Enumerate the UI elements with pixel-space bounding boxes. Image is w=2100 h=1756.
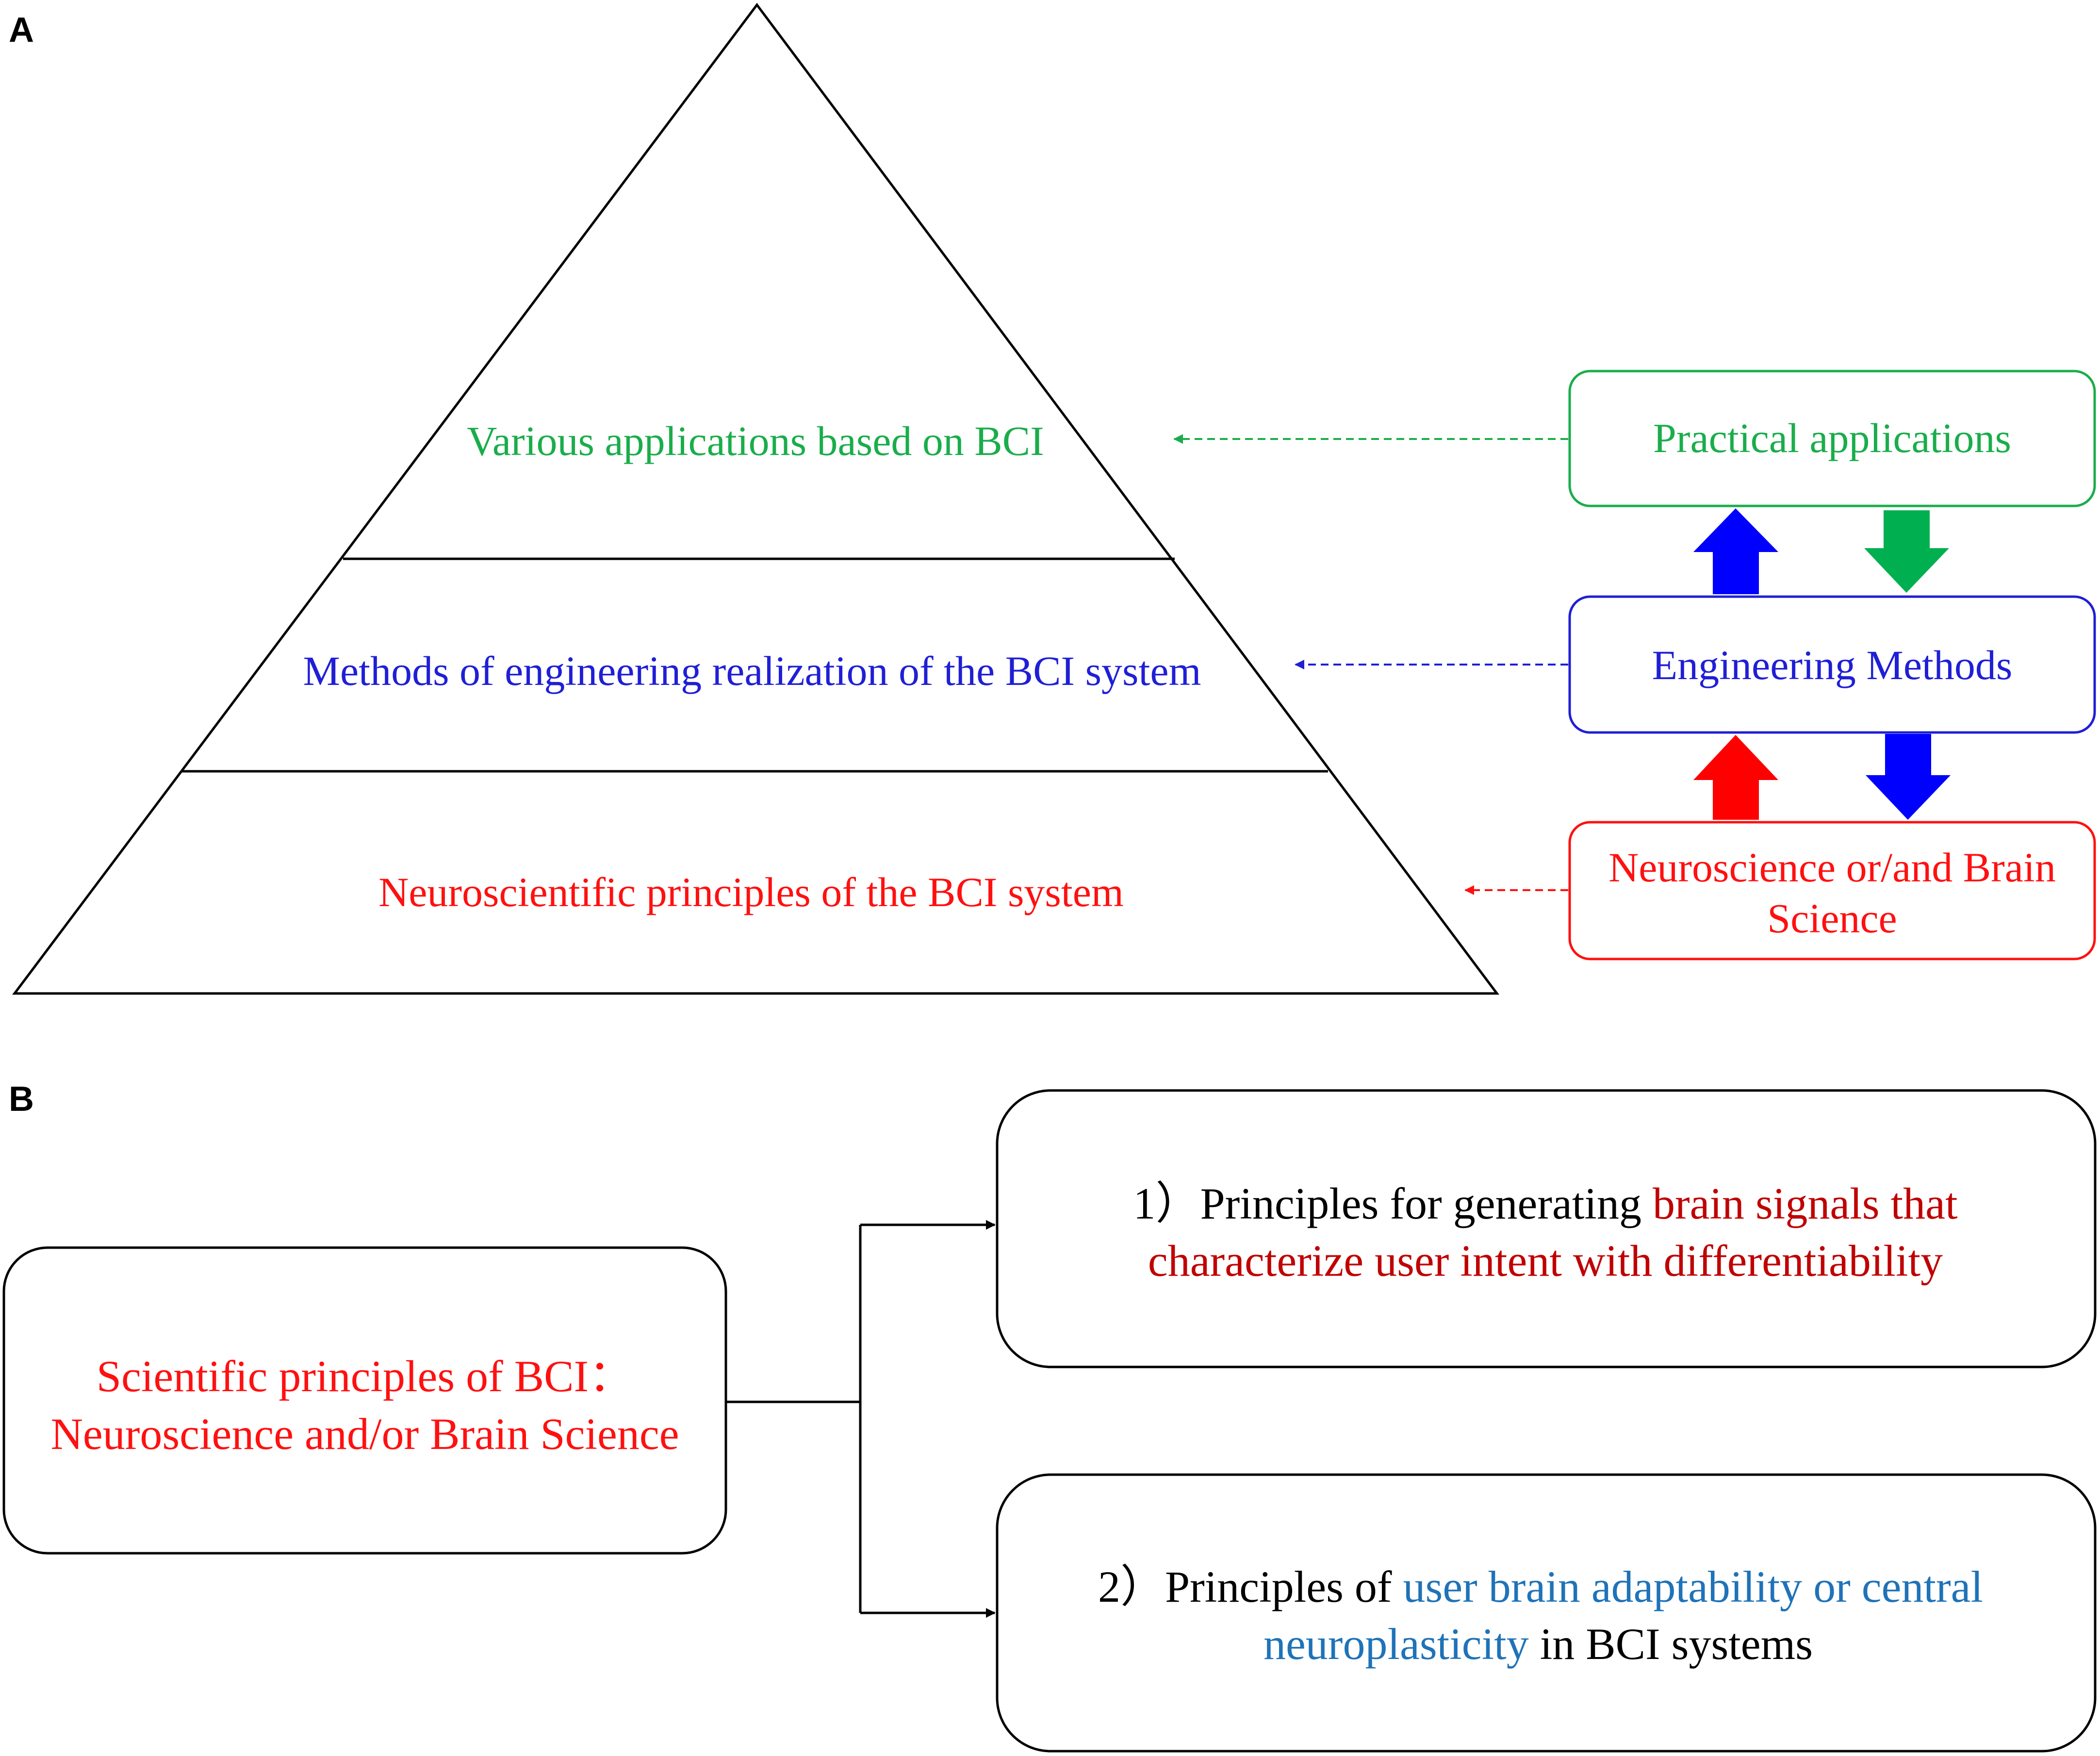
down-arrow-icon bbox=[1864, 510, 1949, 593]
down-arrow-icon bbox=[1866, 734, 1951, 820]
pyramid-outline bbox=[12, 2, 1499, 995]
pyramid-middle-layer-text: Methods of engineering realization of th… bbox=[303, 648, 1201, 694]
engineering-methods-label: Engineering Methods bbox=[1652, 642, 2013, 688]
pyramid: Various applications based on BCI Method… bbox=[12, 2, 1499, 995]
neuroscience-box: Neuroscience or/and Brain Science bbox=[1568, 821, 2096, 960]
practical-applications-box: Practical applications bbox=[1568, 370, 2096, 507]
panel-a-label: A bbox=[9, 11, 34, 49]
neuroscience-label-line1: Neuroscience or/and Brain bbox=[1608, 844, 2056, 891]
engineering-methods-box: Engineering Methods bbox=[1568, 595, 2096, 734]
practical-applications-label: Practical applications bbox=[1653, 415, 2011, 461]
scientific-principles-box: Scientific principles of BCI： Neuroscien… bbox=[2, 1246, 727, 1555]
neuroscience-label-line2: Science bbox=[1767, 895, 1897, 942]
scientific-principles-line2: Neuroscience and/or Brain Science bbox=[50, 1409, 679, 1459]
principle-1-line1: 1）Principles for generating brain signal… bbox=[1133, 1179, 1957, 1228]
panel-b-label: B bbox=[9, 1080, 34, 1119]
scientific-principles-line1: Scientific principles of BCI： bbox=[97, 1351, 633, 1401]
principle-2-line1: 2）Principles of user brain adaptability … bbox=[1098, 1562, 1983, 1611]
principle-2-line2: neuroplasticity in BCI systems bbox=[1263, 1619, 1813, 1669]
branch-connector bbox=[726, 1220, 996, 1618]
up-arrow-icon bbox=[1693, 508, 1778, 594]
principle-1-line2: characterize user intent with differenti… bbox=[1148, 1236, 1943, 1285]
principle-1-box: 1）Principles for generating brain signal… bbox=[996, 1089, 2097, 1368]
up-arrow-icon bbox=[1693, 735, 1778, 820]
pyramid-bottom-layer-text: Neuroscientific principles of the BCI sy… bbox=[378, 869, 1124, 915]
pyramid-top-layer-text: Various applications based on BCI bbox=[467, 418, 1044, 464]
principle-2-box: 2）Principles of user brain adaptability … bbox=[996, 1473, 2097, 1753]
